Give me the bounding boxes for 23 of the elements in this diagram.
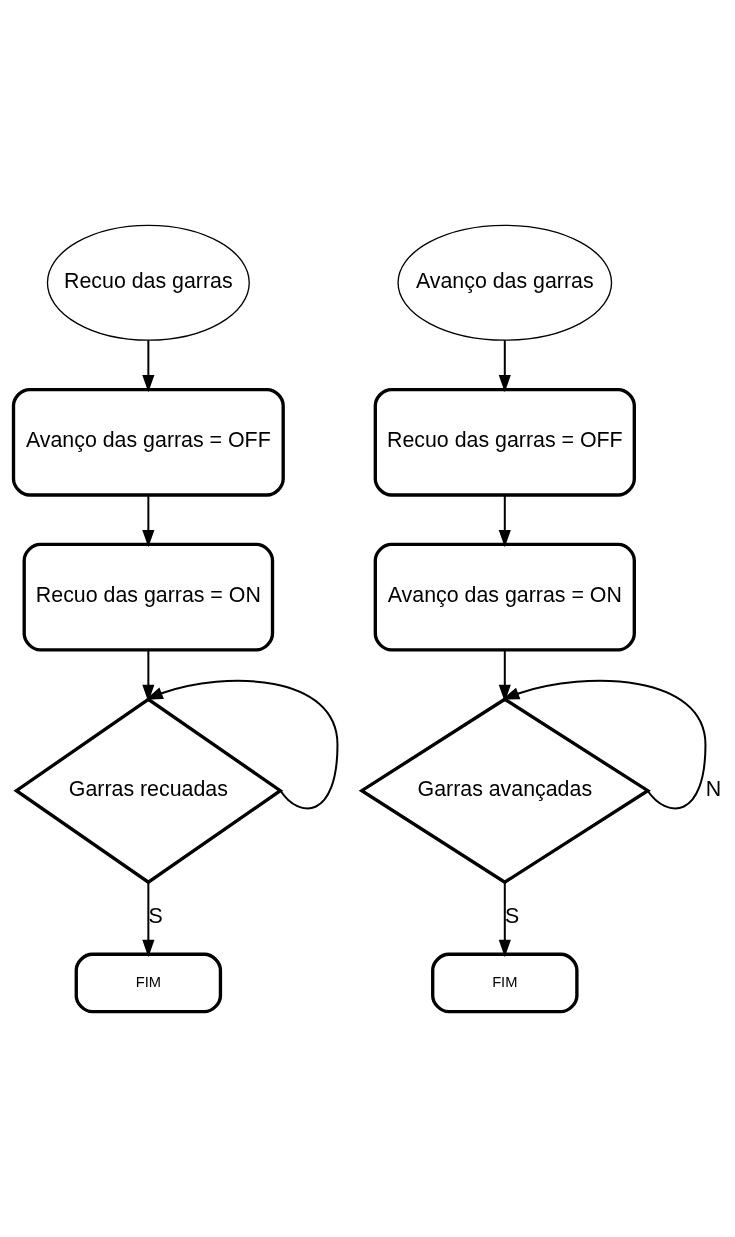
arrow	[142, 881, 155, 958]
arrow	[142, 339, 155, 393]
arrow	[498, 649, 511, 703]
node-box: FIM	[74, 952, 223, 1014]
node-box: Avanço das garras = ON	[373, 542, 636, 652]
arrow	[501, 679, 707, 810]
arrow	[498, 494, 511, 548]
node-diamond: Garras avançadas	[358, 697, 651, 885]
node-ellipse: Avanço das garras	[397, 224, 613, 341]
edge-label: S	[148, 904, 163, 929]
arrow	[498, 881, 511, 958]
arrow	[498, 339, 511, 393]
node-diamond: Garras recuadas	[13, 697, 284, 885]
node-box: Recuo das garras = OFF	[373, 387, 636, 497]
arrow	[142, 649, 155, 703]
node-box: Avanço das garras = OFF	[11, 387, 285, 497]
node-box: Recuo das garras = ON	[22, 542, 275, 652]
node-ellipse: Recuo das garras	[46, 224, 250, 341]
edge-label: S	[505, 904, 520, 929]
node-box: FIM	[431, 952, 579, 1014]
arrow	[142, 494, 155, 548]
edge-label: N	[705, 776, 722, 801]
arrow	[145, 679, 339, 810]
